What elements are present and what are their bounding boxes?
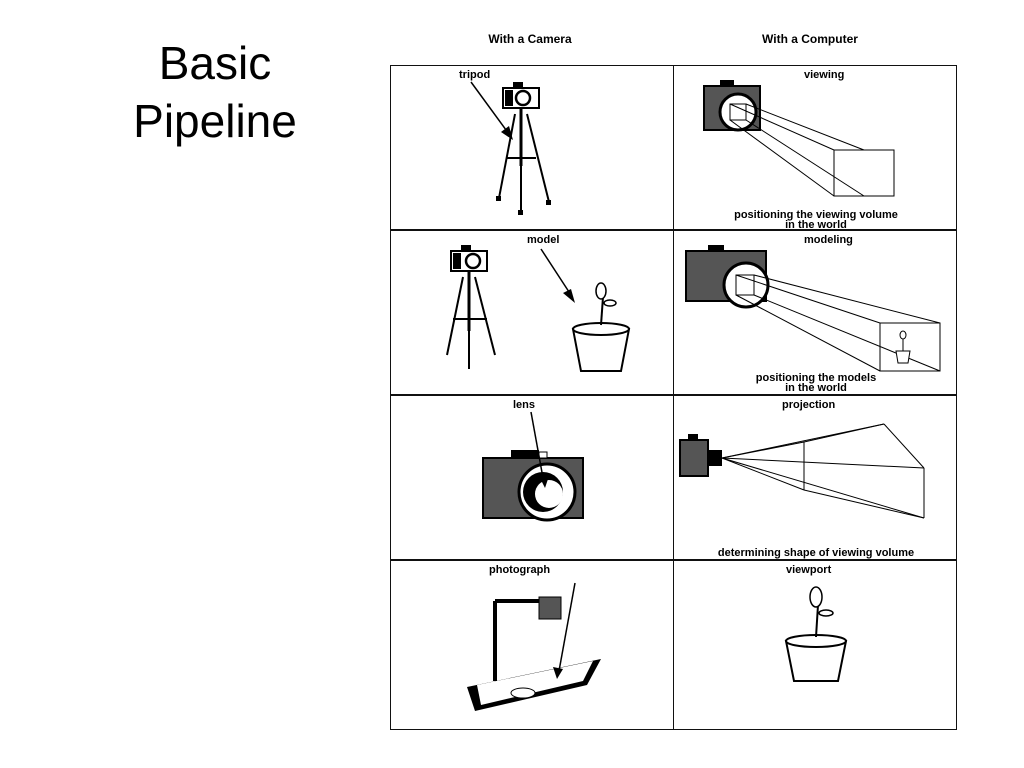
caption-modeling-line-2: in the world xyxy=(785,382,847,394)
label-viewing: viewing xyxy=(804,69,845,81)
label-projection: projection xyxy=(782,399,836,411)
caption-projection-line-1: determining shape of viewing volume xyxy=(717,547,915,559)
panel-camera-lens: lens xyxy=(390,395,674,560)
label-viewport: viewport xyxy=(786,564,832,576)
photograph-illustration xyxy=(467,582,601,711)
viewport-illustration xyxy=(784,586,848,682)
panel-computer-projection: projection determining shape of viewing … xyxy=(673,395,957,560)
tripod-illustration xyxy=(470,81,551,215)
label-tripod: tripod xyxy=(459,69,491,81)
caption-modeling-line-1: positioning the models xyxy=(755,372,877,384)
modeling-volume-illustration xyxy=(685,245,941,372)
projection-illustration xyxy=(679,423,925,519)
caption-projection: determining shape of viewing volume xyxy=(674,547,958,559)
panel-camera-photograph: photograph xyxy=(390,560,674,730)
panel-camera-tripod: tripod xyxy=(390,65,674,230)
slide-title-line-2: Pipeline xyxy=(133,95,297,147)
label-photograph: photograph xyxy=(489,564,551,576)
panel-computer-modeling: modeling positioning the models in the w… xyxy=(673,230,957,395)
panel-computer-viewing: viewing positioning the viewing volume i… xyxy=(673,65,957,231)
caption-viewing-line-1: positioning the viewing volume xyxy=(734,209,898,221)
column-header-camera: With a Camera xyxy=(488,32,572,46)
caption-viewing-line-2: in the world xyxy=(785,219,847,231)
label-model: model xyxy=(527,234,560,246)
panel-computer-viewport: viewport xyxy=(673,560,957,730)
label-lens: lens xyxy=(513,399,536,411)
slide-title-line-1: Basic xyxy=(158,37,272,89)
lens-illustration xyxy=(482,411,584,522)
slide-title: Basic Pipeline xyxy=(100,34,330,150)
model-illustration xyxy=(446,245,631,372)
caption-viewing: positioning the viewing volume in the wo… xyxy=(684,209,948,231)
column-header-computer: With a Computer xyxy=(762,32,858,46)
viewing-volume-illustration xyxy=(703,80,895,197)
label-modeling: modeling xyxy=(804,234,853,246)
panel-camera-model: model xyxy=(390,230,674,395)
pipeline-figure: With a Camera With a Computer tripod xyxy=(380,28,964,738)
caption-modeling: positioning the models in the world xyxy=(684,372,948,394)
